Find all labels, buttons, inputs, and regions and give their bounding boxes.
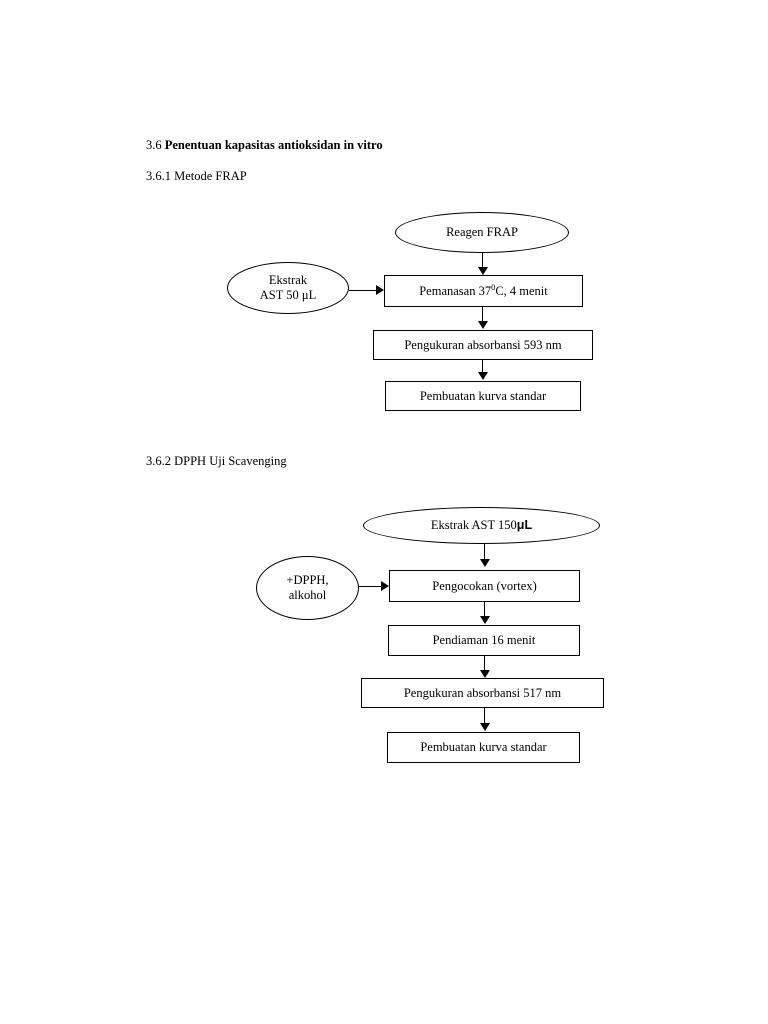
heading-section-3-6-1: 3.6.1 Metode FRAP bbox=[146, 169, 247, 183]
node-pemanasan-label: Pemanasan 370C, 4 menit bbox=[415, 281, 552, 299]
node-ekstrak-ast-150-label: Ekstrak AST 150μL bbox=[427, 518, 536, 533]
arrowhead-pengukuran517-to-kurva bbox=[480, 723, 490, 731]
connector-ekstrak150-to-vortex bbox=[484, 544, 485, 560]
node-pemanasan-suffix: C, 4 menit bbox=[495, 283, 548, 298]
node-ekstrak-ast-150-unit: μL bbox=[516, 518, 533, 532]
node-pengocokan-vortex-label: Pengocokan (vortex) bbox=[432, 578, 537, 593]
node-ekstrak-ast-50-label: Ekstrak AST 50 μL bbox=[256, 273, 320, 303]
connector-pemanasan-to-pengukuran bbox=[482, 307, 483, 322]
arrowhead-dpph-to-vortex bbox=[381, 581, 389, 591]
node-kurva-standar-dpph: Pembuatan kurva standar bbox=[387, 732, 580, 763]
arrowhead-pendiaman-to-pengukuran bbox=[480, 670, 490, 678]
node-kurva-standar-frap-label: Pembuatan kurva standar bbox=[419, 388, 547, 403]
node-ekstrak-ast-50-line2: AST 50 μL bbox=[259, 288, 317, 302]
connector-pengukuran-to-kurva bbox=[482, 360, 483, 373]
heading-section-3-6-2: 3.6.2 DPPH Uji Scavenging bbox=[146, 454, 287, 468]
node-dpph-alkohol-line1: +DPPH, bbox=[286, 573, 329, 587]
arrowhead-vortex-to-pendiaman bbox=[480, 616, 490, 624]
arrowhead-ekstrak150-to-vortex bbox=[480, 559, 490, 567]
node-dpph-alkohol-line2: alkohol bbox=[288, 588, 327, 602]
arrowhead-reagen-to-pemanasan bbox=[478, 267, 488, 275]
arrowhead-pemanasan-to-pengukuran bbox=[478, 321, 488, 329]
node-pemanasan-prefix: Pemanasan 37 bbox=[419, 283, 492, 298]
node-dpph-alkohol: +DPPH, alkohol bbox=[256, 556, 359, 620]
connector-vortex-to-pendiaman bbox=[484, 602, 485, 616]
node-pemanasan: Pemanasan 370C, 4 menit bbox=[384, 275, 583, 307]
arrowhead-pengukuran-to-kurva bbox=[478, 372, 488, 380]
connector-pendiaman-to-pengukuran bbox=[484, 656, 485, 670]
connector-pengukuran517-to-kurva bbox=[484, 708, 485, 724]
node-pengukuran-517-label: Pengukuran absorbansi 517 nm bbox=[403, 685, 562, 700]
node-reagen-frap-label: Reagen FRAP bbox=[446, 225, 518, 239]
node-ekstrak-ast-150-prefix: Ekstrak AST 150 bbox=[430, 518, 517, 532]
node-pengukuran-593-label: Pengukuran absorbansi 593 nm bbox=[404, 337, 562, 352]
node-kurva-standar-frap: Pembuatan kurva standar bbox=[385, 381, 581, 411]
node-ekstrak-ast-150: Ekstrak AST 150μL bbox=[363, 507, 600, 544]
node-kurva-standar-dpph-label: Pembuatan kurva standar bbox=[420, 740, 547, 754]
node-pengukuran-593: Pengukuran absorbansi 593 nm bbox=[373, 330, 593, 360]
node-pengocokan-vortex: Pengocokan (vortex) bbox=[389, 570, 580, 602]
node-pendiaman: Pendiaman 16 menit bbox=[388, 625, 580, 656]
heading-title: Penentuan kapasitas antioksidan in vitro bbox=[164, 138, 383, 152]
node-pengukuran-517: Pengukuran absorbansi 517 nm bbox=[361, 678, 604, 708]
arrowhead-ekstrak-to-pemanasan bbox=[376, 285, 384, 295]
node-reagen-frap: Reagen FRAP bbox=[395, 212, 569, 253]
connector-ekstrak-to-pemanasan bbox=[349, 290, 377, 291]
node-dpph-alkohol-label: +DPPH, alkohol bbox=[282, 573, 332, 603]
node-ekstrak-ast-50: Ekstrak AST 50 μL bbox=[227, 262, 349, 314]
connector-reagen-to-pemanasan bbox=[482, 253, 483, 268]
node-ekstrak-ast-50-line1: Ekstrak bbox=[268, 273, 308, 287]
connector-dpph-to-vortex bbox=[358, 586, 382, 587]
node-pemanasan-superscript: 0 bbox=[491, 281, 496, 292]
heading-number: 3.6 bbox=[146, 138, 162, 152]
node-pendiaman-label: Pendiaman 16 menit bbox=[432, 633, 536, 647]
heading-section-3-6: 3.6 Penentuan kapasitas antioksidan in v… bbox=[146, 138, 383, 153]
